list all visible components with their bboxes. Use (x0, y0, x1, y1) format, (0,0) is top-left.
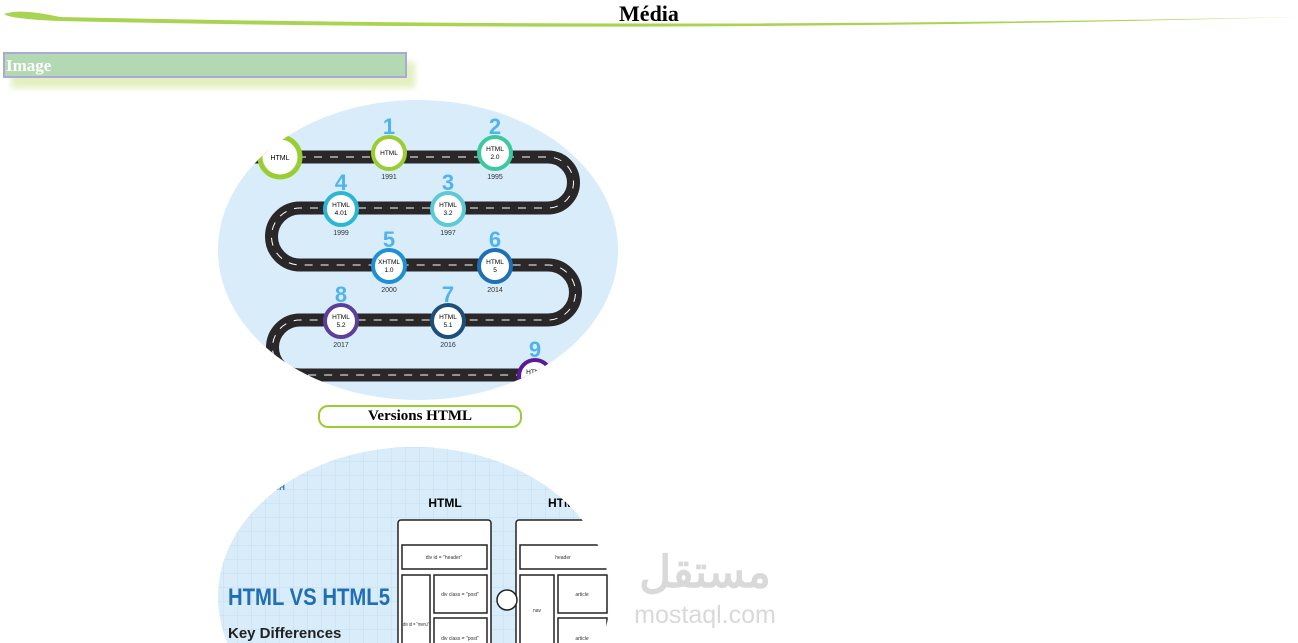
html-versions-image: 1HTML19912HTML2.019953HTML3.219974HTML4.… (218, 100, 618, 400)
box-label: header (555, 555, 571, 561)
milestone-marker (430, 191, 466, 227)
milestone-number: 7 (442, 282, 454, 307)
milestone-year: 1991 (381, 174, 397, 181)
milestone-year: 2000 (381, 287, 397, 294)
milestone-label: HTML (439, 314, 457, 321)
milestone-label: HTML (380, 150, 398, 157)
box-label: nav (533, 608, 542, 614)
html-vs-html5-image: ECH HTML VS HTML5 Key Differences HTML H… (218, 447, 610, 643)
start-label: HTML (270, 155, 289, 162)
milestone-marker (371, 135, 407, 171)
milestone-marker (517, 358, 553, 394)
milestone-label: HTML (486, 146, 504, 153)
header-swoosh-decoration (4, 11, 1294, 27)
milestone-number: 2 (489, 114, 501, 139)
milestone-marker (477, 135, 513, 171)
milestone-marker (430, 303, 466, 339)
milestone-label: 5 (493, 267, 497, 274)
html-column-label: HTML (428, 496, 461, 510)
milestone-label: 5.2 (336, 322, 345, 329)
milestone-number: 3 (442, 170, 454, 195)
milestone-label: 4.01 (335, 210, 348, 217)
page-title: Média (619, 1, 679, 26)
figure2-title: HTML VS HTML5 (228, 584, 390, 611)
box-label: div id = "header" (426, 555, 463, 561)
milestone-year: 1999 (333, 230, 349, 237)
milestone-label: 5.1 (443, 322, 452, 329)
milestone-label: 2.0 (490, 154, 499, 161)
box-label: div class = "post" (441, 592, 479, 598)
milestone-marker (477, 248, 513, 284)
milestone-number: 9 (529, 337, 541, 362)
box-label: article (575, 636, 589, 642)
milestone-label: L (533, 377, 537, 384)
milestone-number: 5 (383, 227, 395, 252)
html5-column-label: HTML5 (548, 496, 588, 510)
brand-logo-text: ECH (268, 483, 285, 492)
milestone-label: HTML (439, 202, 457, 209)
page-header: Média (0, 0, 1298, 34)
milestone-label: 3.2 (443, 210, 452, 217)
milestone-label: HTML (332, 202, 350, 209)
milestone-year: 2016 (440, 342, 456, 349)
milestone-number: 1 (383, 114, 395, 139)
section-heading-image: Image (3, 52, 407, 78)
milestone-label: HTML (526, 369, 544, 376)
milestone-label: XHTML (378, 259, 400, 266)
milestone-label: HTML (486, 259, 504, 266)
figure-caption: Versions HTML (318, 405, 522, 428)
milestone-number: 4 (335, 170, 348, 195)
milestone-label: HTML (332, 314, 350, 321)
milestone-marker (371, 248, 407, 284)
milestone-marker (323, 191, 359, 227)
box-label: article (575, 592, 589, 598)
milestone-number: 8 (335, 282, 347, 307)
milestone-marker (323, 303, 359, 339)
mostaql-watermark: مستقل mostaql.com (624, 545, 786, 629)
milestone-year: 1997 (440, 230, 456, 237)
box-label: div class = "post" (441, 636, 479, 642)
section-title: Image (6, 56, 52, 75)
milestone-year: 2017 (333, 342, 349, 349)
milestone-number: 6 (489, 227, 501, 252)
figure2-subtitle: Key Differences (228, 625, 341, 642)
milestone-year: 2014 (487, 287, 503, 294)
milestone-label: 1.0 (384, 267, 393, 274)
watermark-arabic: مستقل (639, 548, 771, 597)
milestone-year: 1995 (487, 174, 503, 181)
watermark-latin: mostaql.com (634, 601, 776, 629)
box-label: div id = "menu" (403, 622, 429, 628)
